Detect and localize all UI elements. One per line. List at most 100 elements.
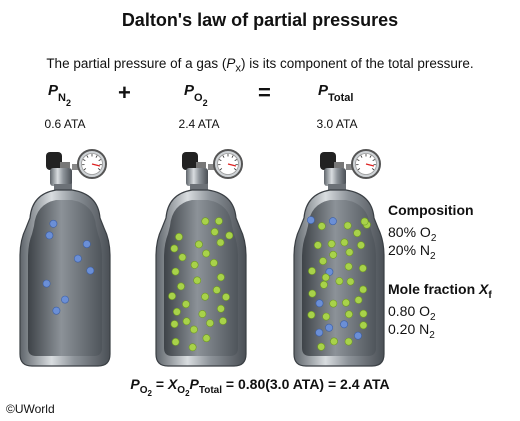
nitrogen-molecule bbox=[354, 331, 362, 340]
oxygen-molecule bbox=[359, 264, 367, 273]
oxygen-molecule bbox=[216, 238, 225, 247]
gauge-tick bbox=[231, 155, 234, 158]
gauge-tick bbox=[360, 155, 363, 158]
formula-p2-sub: Total bbox=[198, 384, 223, 396]
nitrogen-molecule bbox=[61, 295, 69, 304]
formula-x: X bbox=[167, 376, 178, 392]
valve-stem bbox=[334, 162, 344, 168]
nitrogen-molecule bbox=[329, 217, 337, 226]
term-pn2-symbol: P bbox=[48, 82, 59, 99]
gauge-tick bbox=[372, 159, 376, 161]
plus-operator: + bbox=[118, 80, 131, 105]
tank-neck bbox=[54, 184, 72, 192]
term-po2-subsub: 2 bbox=[202, 98, 208, 109]
oxygen-molecule bbox=[314, 241, 322, 250]
oxygen-molecule bbox=[330, 337, 338, 346]
oxygen-molecule bbox=[322, 312, 331, 321]
tank-neck bbox=[328, 184, 346, 192]
oxygen-molecule bbox=[190, 261, 199, 269]
formula-p-subsub: 2 bbox=[147, 388, 152, 398]
composition-o2-sub: 2 bbox=[430, 232, 437, 244]
oxygen-molecule bbox=[353, 229, 362, 237]
oxygen-molecule bbox=[168, 292, 176, 300]
term-ptotal-symbol: P bbox=[318, 82, 329, 99]
valve-body bbox=[324, 168, 346, 186]
composition-o2: 80% O2 bbox=[388, 224, 436, 244]
nitrogen-molecule bbox=[325, 268, 334, 276]
term-po2-symbol: P bbox=[184, 82, 195, 99]
oxygen-molecule bbox=[340, 238, 349, 247]
oxygen-molecule bbox=[177, 282, 185, 291]
composition-o2-text: 80% O bbox=[388, 224, 431, 240]
valve-knob-icon bbox=[320, 152, 336, 170]
formula-p2: P bbox=[189, 376, 199, 392]
composition-n2-sub: 2 bbox=[430, 250, 436, 262]
mole-fraction-n2-sub: 2 bbox=[429, 329, 435, 341]
nitrogen-tank bbox=[19, 149, 111, 367]
oxygen-tank bbox=[155, 149, 247, 367]
term-po2-sub: O bbox=[194, 92, 203, 104]
nitrogen-molecule bbox=[340, 320, 348, 329]
composition-n2-text: 20% N bbox=[388, 242, 431, 258]
oxygen-molecule bbox=[198, 310, 207, 318]
formula-p-sub: O bbox=[139, 384, 148, 396]
formula-eq1: = bbox=[151, 376, 168, 392]
value-po2: 2.4 ATA bbox=[178, 117, 220, 131]
oxygen-molecule bbox=[170, 320, 179, 328]
mole-fraction-o2: 0.80 O2 bbox=[388, 303, 436, 323]
oxygen-molecule bbox=[170, 244, 179, 253]
value-pn2: 0.6 ATA bbox=[44, 117, 86, 131]
valve-stem bbox=[60, 162, 70, 168]
oxygen-molecule bbox=[206, 319, 214, 327]
oxygen-molecule bbox=[345, 248, 354, 257]
oxygen-molecule bbox=[193, 276, 202, 285]
mole-fraction-o2-text: 0.80 O bbox=[388, 303, 431, 319]
tank-interior bbox=[164, 200, 238, 356]
gauge-tick bbox=[219, 168, 223, 171]
nitrogen-molecule bbox=[49, 219, 58, 228]
valve-knob-icon bbox=[182, 152, 198, 170]
oxygen-molecule bbox=[360, 217, 369, 226]
oxygen-molecule bbox=[346, 277, 355, 286]
nitrogen-molecule bbox=[325, 323, 333, 332]
oxygen-molecule bbox=[335, 277, 344, 285]
gauge-connector bbox=[346, 164, 356, 170]
gauge-tick bbox=[97, 168, 101, 171]
oxygen-molecule bbox=[321, 273, 330, 282]
gauge-needle bbox=[91, 163, 101, 167]
mole-fraction-symbol: X bbox=[479, 281, 489, 297]
gauge-tick bbox=[218, 159, 222, 161]
oxygen-molecule bbox=[172, 307, 181, 316]
oxygen-molecule bbox=[320, 280, 328, 289]
nitrogen-molecule bbox=[45, 231, 54, 240]
oxygen-molecule bbox=[359, 321, 368, 330]
oxygen-molecule bbox=[212, 286, 221, 294]
oxygen-molecule bbox=[317, 222, 326, 231]
valve-knob-icon bbox=[46, 152, 62, 170]
gauge-needle bbox=[227, 163, 237, 167]
nitrogen-molecule bbox=[42, 279, 51, 288]
gauge-tick bbox=[371, 168, 375, 171]
oxygen-molecule bbox=[329, 250, 338, 259]
gauge-tick bbox=[95, 155, 98, 158]
oxygen-molecule bbox=[344, 337, 353, 346]
valve-body bbox=[186, 168, 208, 186]
page-title: Dalton's law of partial pressures bbox=[121, 10, 399, 30]
oxygen-molecule bbox=[345, 310, 353, 319]
gauge-tick bbox=[98, 159, 102, 161]
formula-rest: = 0.80(3.0 ATA) = 2.4 ATA bbox=[222, 376, 390, 392]
oxygen-molecule bbox=[329, 299, 338, 308]
oxygen-molecule bbox=[202, 334, 211, 343]
oxygen-molecule bbox=[219, 317, 227, 325]
formula: PO2 = XO2PTotal = 0.80(3.0 ATA) = 2.4 AT… bbox=[0, 376, 520, 398]
term-pn2: PN2 bbox=[48, 82, 71, 108]
value-ptotal: 3.0 ATA bbox=[316, 117, 358, 131]
nitrogen-molecule bbox=[52, 306, 61, 315]
oxygen-molecule bbox=[190, 325, 198, 334]
oxygen-molecule bbox=[201, 292, 209, 301]
oxygen-molecule bbox=[217, 273, 225, 282]
oxygen-molecule bbox=[343, 221, 352, 230]
tank-neck bbox=[190, 184, 208, 192]
oxygen-molecule bbox=[175, 233, 183, 241]
gauge-tick bbox=[234, 159, 238, 161]
